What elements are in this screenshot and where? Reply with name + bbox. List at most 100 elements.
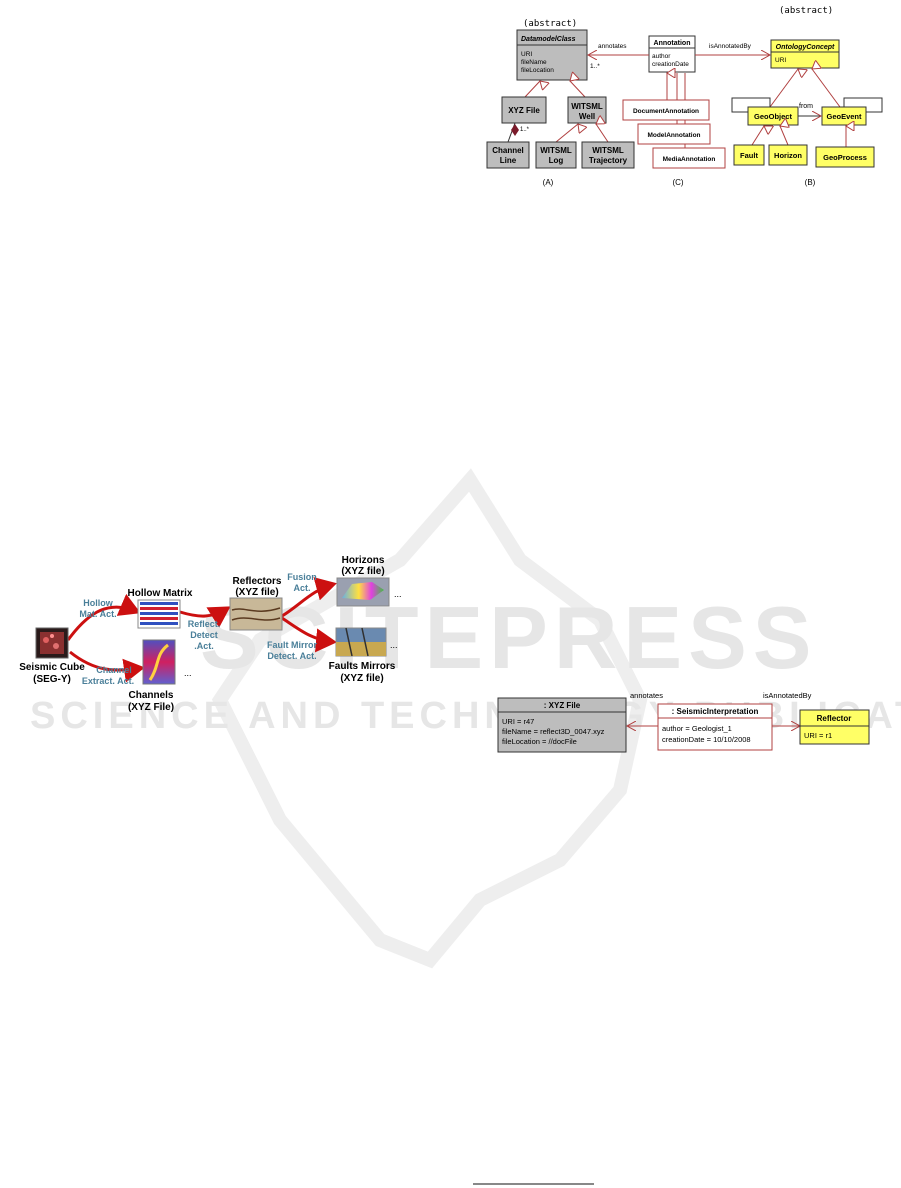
xyz-instance-uri: URI = r47 bbox=[502, 717, 534, 726]
seismic-interp-title: : SeismicInterpretation bbox=[672, 707, 759, 716]
datamodel-attr-filename: fileName bbox=[521, 59, 547, 66]
channels-label-2: (XYZ File) bbox=[128, 702, 174, 713]
reflectors-label-2: (XYZ file) bbox=[235, 587, 278, 598]
annotation-attr-date: creationDate bbox=[652, 61, 689, 68]
channels-image bbox=[142, 639, 176, 685]
inherit-geoobject-line bbox=[769, 69, 798, 108]
reflect-act-label-2: Detect bbox=[190, 630, 218, 640]
instance-figure: : XYZ File URI = r47 fileName = reflect3… bbox=[497, 691, 870, 753]
datamodel-class-box: DatamodelClass URI fileName fileLocation bbox=[516, 29, 588, 81]
seismic-cube-label-2: (SEG-Y) bbox=[33, 674, 71, 685]
hollow-matrix-label: Hollow Matrix bbox=[127, 588, 192, 599]
watermark: SCITEPRESS SCIENCE AND TECHNOLOGY PUBLIC… bbox=[30, 468, 901, 969]
witsml-well-box: WITSML Well bbox=[567, 96, 607, 124]
seismic-interpretation-box: : SeismicInterpretation author = Geologi… bbox=[657, 703, 773, 751]
reflect-act-label-1: Reflect. bbox=[188, 619, 221, 629]
seismic-cube-label-1: Seismic Cube bbox=[19, 662, 85, 673]
arrow-to-faults bbox=[281, 616, 337, 653]
inherit-witsml-line bbox=[570, 81, 586, 98]
horizon-label: Horizon bbox=[774, 151, 802, 160]
inherit-horizon-line bbox=[780, 126, 788, 146]
seismic-interp-author: author = Geologist_1 bbox=[662, 724, 732, 733]
inherit-xyz-line bbox=[524, 81, 540, 98]
panel-b-label: (B) bbox=[805, 178, 816, 187]
geoevent-self-loop bbox=[843, 97, 883, 113]
horizon-box: Horizon bbox=[768, 144, 808, 166]
media-annotation-box: MediaAnnotation bbox=[652, 147, 726, 169]
model-annotation-label: ModelAnnotation bbox=[647, 132, 700, 139]
channel-line-label-2: Line bbox=[500, 156, 517, 165]
datamodel-attr-uri: URI bbox=[521, 51, 532, 58]
horizons-image bbox=[336, 577, 390, 607]
multiplicity-annot: 1..* bbox=[590, 63, 600, 70]
inherit-geoevent-line bbox=[812, 69, 841, 108]
panel-a-label: (A) bbox=[543, 178, 554, 187]
annotates-label: annotates bbox=[598, 43, 627, 50]
hollow-act-label-2: Mat. Act. bbox=[79, 609, 116, 619]
geo-object-label: GeoObject bbox=[754, 112, 792, 121]
channels-label-1: Channels bbox=[128, 690, 173, 701]
ontology-attr-uri: URI bbox=[775, 57, 786, 64]
geo-process-box: GeoProcess bbox=[815, 146, 875, 168]
witsml-log-box: WITSML Log bbox=[535, 141, 577, 169]
annotation-attr-author: author bbox=[652, 53, 671, 60]
ontology-concept-box: OntologyConcept URI bbox=[770, 39, 840, 69]
faults-image bbox=[335, 627, 387, 657]
witsml-log-label-1: WITSML bbox=[540, 146, 572, 155]
xyz-file-label: XYZ File bbox=[508, 106, 540, 115]
datamodel-attr-filelocation: fileLocation bbox=[521, 67, 554, 74]
fault-act-label-1: Fault Mirror bbox=[267, 640, 317, 650]
fusion-act-label-1: Fusion bbox=[287, 572, 317, 582]
hollow-act-label-1: Hollow bbox=[83, 598, 113, 608]
uml-model-figure: (abstract) DatamodelClass URI fileName f… bbox=[486, 6, 883, 187]
seismic-interp-date: creationDate = 10/10/2008 bbox=[662, 735, 751, 744]
horizons-label-1: Horizons bbox=[342, 555, 385, 566]
channel-line-box: Channel Line bbox=[486, 141, 530, 169]
witsml-trajectory-box: WITSML Trajectory bbox=[581, 141, 635, 169]
xyz-instance-title: : XYZ File bbox=[544, 701, 581, 710]
is-annotated-by-label: isAnnotatedBy bbox=[709, 43, 752, 50]
document-annotation-box: DocumentAnnotation bbox=[622, 99, 710, 121]
instance-annotates-label: annotates bbox=[630, 691, 663, 700]
xyz-file-instance-box: : XYZ File URI = r47 fileName = reflect3… bbox=[497, 697, 627, 753]
horizons-label-2: (XYZ file) bbox=[341, 566, 384, 577]
composition-diamond bbox=[511, 124, 519, 136]
arrow-cube-to-channels bbox=[69, 650, 145, 683]
seismic-cube-image bbox=[35, 627, 69, 659]
annotation-box: Annotation author creationDate bbox=[648, 35, 696, 73]
fusion-act-label-2: Act. bbox=[293, 583, 310, 593]
arrow-hollow-to-reflectors bbox=[179, 606, 231, 628]
geo-process-label: GeoProcess bbox=[823, 153, 867, 162]
faults-ellipsis: ... bbox=[390, 640, 398, 650]
arrow-cube-to-hollow bbox=[66, 593, 141, 641]
arrow-to-horizons bbox=[281, 577, 337, 618]
reflector-instance-box: Reflector URI = r1 bbox=[799, 709, 870, 745]
fault-box: Fault bbox=[733, 144, 765, 166]
reflectors-label-1: Reflectors bbox=[233, 576, 282, 587]
instance-is-annotated-by-label: isAnnotatedBy bbox=[763, 691, 812, 700]
abstract-tag-left: (abstract) bbox=[523, 19, 577, 29]
media-annotation-label: MediaAnnotation bbox=[663, 156, 716, 163]
horizons-ellipsis: ... bbox=[394, 589, 402, 599]
hollow-matrix-image bbox=[137, 599, 181, 629]
xyz-instance-filelocation: fileLocation = //docFile bbox=[502, 737, 577, 746]
geo-object-box: GeoObject bbox=[747, 106, 799, 126]
watermark-brand: SCITEPRESS bbox=[200, 588, 817, 687]
inherit-log-line bbox=[555, 124, 578, 143]
from-label: from bbox=[799, 103, 813, 110]
witsml-traj-label-2: Trajectory bbox=[589, 156, 628, 165]
workflow-figure: Seismic Cube (SEG-Y) Hollow Mat. Act. Ch… bbox=[19, 555, 401, 713]
faults-label-1: Faults Mirrors bbox=[329, 661, 396, 672]
panel-c-label: (C) bbox=[672, 178, 683, 187]
faults-label-2: (XYZ file) bbox=[340, 673, 383, 684]
channels-ellipsis: ... bbox=[184, 668, 192, 678]
ontology-concept-title: OntologyConcept bbox=[776, 44, 835, 51]
channel-act-label-1: Channel bbox=[96, 665, 132, 675]
witsml-log-label-2: Log bbox=[549, 156, 564, 165]
xyz-file-box: XYZ File bbox=[501, 96, 547, 124]
channel-act-label-2: Extract. Act. bbox=[82, 676, 134, 686]
inherit-fault-line bbox=[751, 126, 764, 146]
channel-line-label-1: Channel bbox=[492, 146, 524, 155]
reflectors-image bbox=[229, 597, 283, 631]
